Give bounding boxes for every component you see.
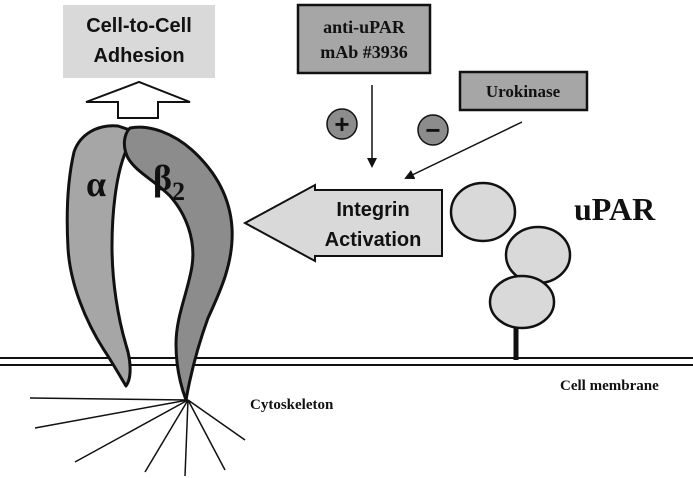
alpha-label: α [86, 164, 106, 204]
urokinase-box [458, 70, 589, 112]
adhesion-line2: Adhesion [93, 45, 184, 67]
minus-circle [417, 114, 449, 146]
antibody-line1: anti-uPAR [323, 17, 406, 37]
adhesion-box [63, 5, 215, 78]
urokinase-label: Urokinase [486, 82, 561, 101]
integrin-alpha-subunit [65, 124, 132, 388]
adhesion-line1: Cell-to-Cell [86, 15, 192, 37]
upar-label: uPAR [574, 191, 656, 227]
beta-symbol: β [153, 158, 172, 198]
upar-domain-3 [488, 274, 556, 330]
beta-subscript: 2 [172, 177, 185, 206]
antibody-line2: mAb #3936 [320, 42, 408, 62]
cytoskeleton-fibers [29, 397, 246, 477]
upar-domain-1 [449, 181, 517, 243]
activation-line1: Integrin [336, 199, 409, 221]
plus-sign: + [334, 109, 349, 139]
antibody-box [296, 3, 432, 75]
beta2-label: β2 [153, 158, 185, 206]
integrin-activation-arrow [242, 183, 443, 263]
cytoskeleton-label: Cytoskeleton [250, 397, 334, 413]
upward-outline-arrow [85, 80, 191, 119]
membrane-label: Cell membrane [560, 378, 659, 394]
minus-sign: − [425, 115, 440, 145]
upar-domain-2 [504, 225, 572, 285]
urokinase-arrow [404, 121, 523, 180]
integrin-beta2-subunit [122, 125, 234, 402]
plus-circle [326, 108, 358, 140]
activation-line2: Activation [325, 229, 422, 251]
